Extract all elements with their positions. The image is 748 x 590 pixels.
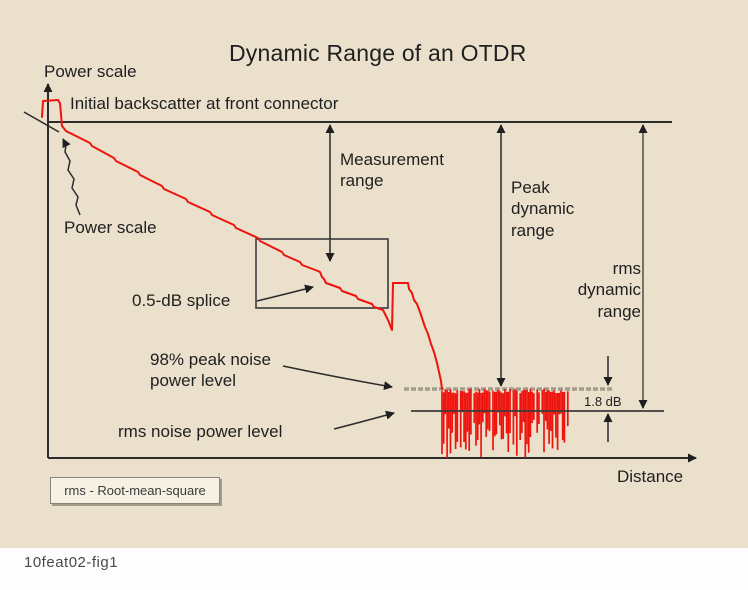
figure-canvas: Dynamic Range of an OTDR Power scale Ini… bbox=[0, 0, 748, 548]
distance-axis-label: Distance bbox=[617, 467, 684, 486]
splice-zoom-box bbox=[255, 238, 389, 309]
otdr-trace bbox=[41, 99, 443, 390]
peak-noise-level-label: 98% peak noise power level bbox=[150, 350, 271, 391]
figure-file-caption: 10feat02-fig1 bbox=[24, 554, 119, 571]
rms-definition-box: rms - Root-mean-square bbox=[50, 477, 220, 504]
rms-definition-text: rms - Root-mean-square bbox=[64, 483, 206, 498]
splice-leader-arrow bbox=[256, 284, 314, 302]
power-scale-axis-label: Power scale bbox=[44, 62, 137, 81]
rms-noise-level-label: rms noise power level bbox=[118, 422, 283, 441]
initial-backscatter-label: Initial backscatter at front connector bbox=[70, 94, 339, 113]
peak-noise-leader-arrow bbox=[282, 365, 393, 391]
otdr-diagram bbox=[23, 83, 697, 463]
rms-dynamic-range-label: rms dynamic range bbox=[577, 259, 641, 321]
noise-gap-value-label: 1.8 dB bbox=[584, 394, 622, 409]
peak-dynamic-range-label: Peak dynamic range bbox=[511, 178, 575, 240]
power-scale-pointer-label: Power scale bbox=[64, 218, 157, 237]
noise-band bbox=[441, 388, 569, 458]
measurement-range-label: Measurement range bbox=[340, 150, 444, 191]
power-scale-tangent-line bbox=[23, 111, 60, 133]
power-scale-leader-arrow bbox=[62, 138, 81, 216]
splice-label: 0.5-dB splice bbox=[132, 291, 231, 310]
figure-title: Dynamic Range of an OTDR bbox=[229, 40, 527, 66]
rms-noise-leader-arrow bbox=[333, 410, 395, 430]
footer-strip: 10feat02-fig1 bbox=[0, 548, 748, 590]
